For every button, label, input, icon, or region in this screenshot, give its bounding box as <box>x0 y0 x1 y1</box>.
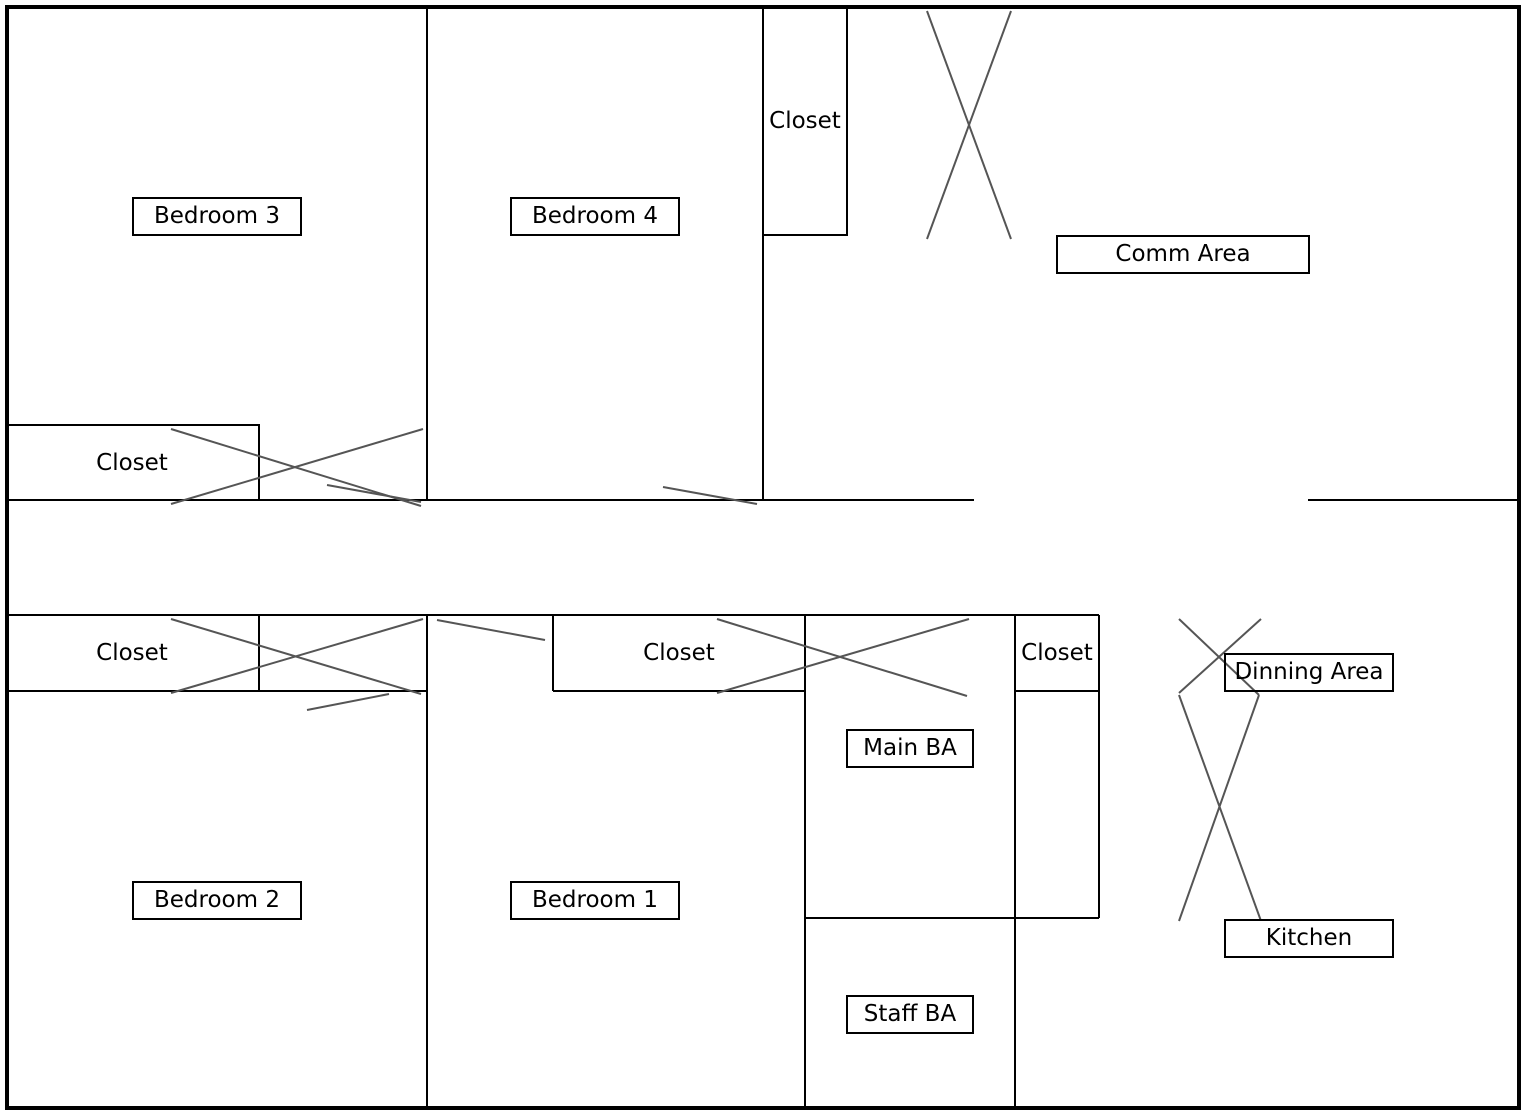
bedroom-2-label: Bedroom 2 <box>132 881 302 920</box>
kitchen-label: Kitchen <box>1224 919 1394 958</box>
bedroom-2-mark-2 <box>170 618 424 694</box>
main-ba-closet-label: Closet <box>1021 639 1093 666</box>
bedroom-3-closet-label: Closet <box>96 449 168 476</box>
bedroom-1-closet-mark-2 <box>716 618 970 694</box>
dining-mark-2 <box>1178 618 1262 694</box>
bedroom-1-closet-mark-1 <box>716 618 968 697</box>
bedroom-1-label: Bedroom 1 <box>510 881 680 920</box>
top-closet-label: Closet <box>769 107 841 134</box>
main-ba-label: Main BA <box>846 729 974 768</box>
bedroom-3-mark-3 <box>326 484 422 503</box>
bedroom-3-mark-2 <box>170 428 424 505</box>
comm-area-mark-2 <box>926 10 1012 240</box>
door-marks <box>170 10 1262 922</box>
bedroom-2-mark-3 <box>306 693 390 711</box>
bedroom-3-closet-outline <box>6 424 260 501</box>
staff-ba-label: Staff BA <box>846 995 974 1034</box>
kitchen-mark-2 <box>1178 694 1260 922</box>
bedroom-4-label: Bedroom 4 <box>510 197 680 236</box>
comm-area-label: Comm Area <box>1056 235 1310 274</box>
bedroom-3-label: Bedroom 3 <box>132 197 302 236</box>
dining-area-label: Dinning Area <box>1224 653 1394 692</box>
bedroom-1-mark <box>436 619 546 641</box>
top-closet-outline <box>762 6 848 236</box>
bedroom-2-closet-label: Closet <box>96 639 168 666</box>
bedroom-4-mark <box>662 486 758 505</box>
bedroom-1-closet-label: Closet <box>643 639 715 666</box>
